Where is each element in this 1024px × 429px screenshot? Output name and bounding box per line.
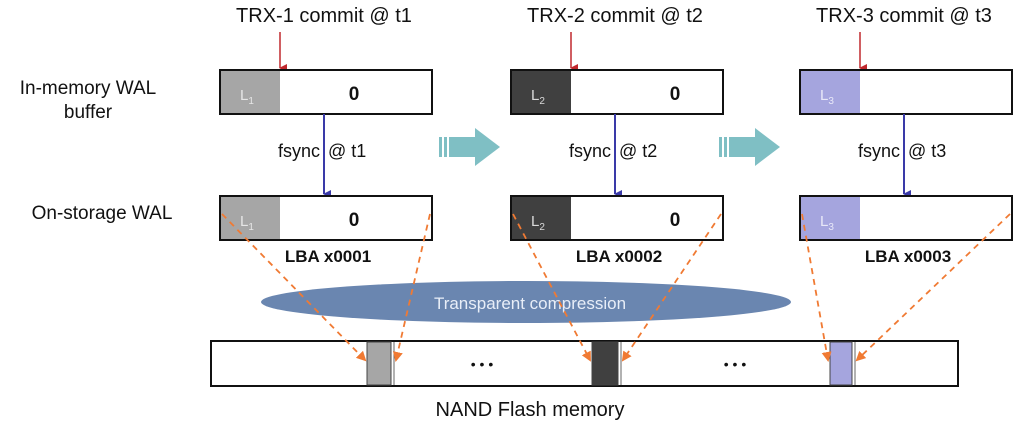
transparent-compression-label: Transparent compression [434,294,626,313]
fsync-label-3: fsync [858,141,900,161]
flash-block-1 [366,341,392,386]
mapping-arrow-right-1 [392,213,431,362]
mapping-arrow-right-2 [621,213,722,362]
flash-ellipsis-2: • • • [724,356,747,372]
on-storage-box-3: L3 [799,195,1013,241]
mapping-arrow-left-1 [221,213,367,362]
buffer-log-record-3 [801,71,860,113]
wal-buffer-box-3: L3 [799,69,1013,115]
buffer-value-2: 0 [670,84,681,105]
lba-label-2: LBA x0002 [576,247,662,266]
commit-label-2: TRX-2 commit @ t2 [527,5,703,27]
storage-log-record-2 [512,197,571,239]
row-label-in-memory-wal-buffer: buffer [64,102,113,123]
mapping-arrow-left-2 [512,213,591,362]
storage-log-record-1 [221,197,280,239]
fsync-label-2: fsync [569,141,611,161]
flash-ellipsis-1: • • • [471,356,494,372]
flash-block-3 [829,341,853,386]
fsync-time-3: @ t3 [908,141,946,161]
lba-label-1: LBA x0001 [285,247,371,266]
mapping-arrow-left-3 [801,213,832,362]
storage-value-1: 0 [349,210,360,231]
storage-log-record-3 [801,197,860,239]
lba-label-3: LBA x0003 [865,247,951,266]
flow-arrow-2 [719,128,780,166]
transparent-compression-ellipse [261,281,791,323]
storage-value-2: 0 [670,210,681,231]
nand-flash-label: NAND Flash memory [436,399,625,421]
commit-label-1: TRX-1 commit @ t1 [236,5,412,27]
buffer-log-record-2 [512,71,571,113]
flow-arrow-1 [439,128,500,166]
fsync-time-1: @ t1 [328,141,366,161]
row-label-on-storage-wal: On-storage WAL [32,203,173,224]
mapping-arrow-right-3 [855,213,1011,362]
fsync-label-1: fsync [278,141,320,161]
buffer-log-record-1 [221,71,280,113]
fsync-time-2: @ t2 [619,141,657,161]
row-label-in-memory-wal: In-memory WAL [20,78,157,99]
flash-block-2 [591,341,619,386]
buffer-value-1: 0 [349,84,360,105]
commit-label-3: TRX-3 commit @ t3 [816,5,992,27]
